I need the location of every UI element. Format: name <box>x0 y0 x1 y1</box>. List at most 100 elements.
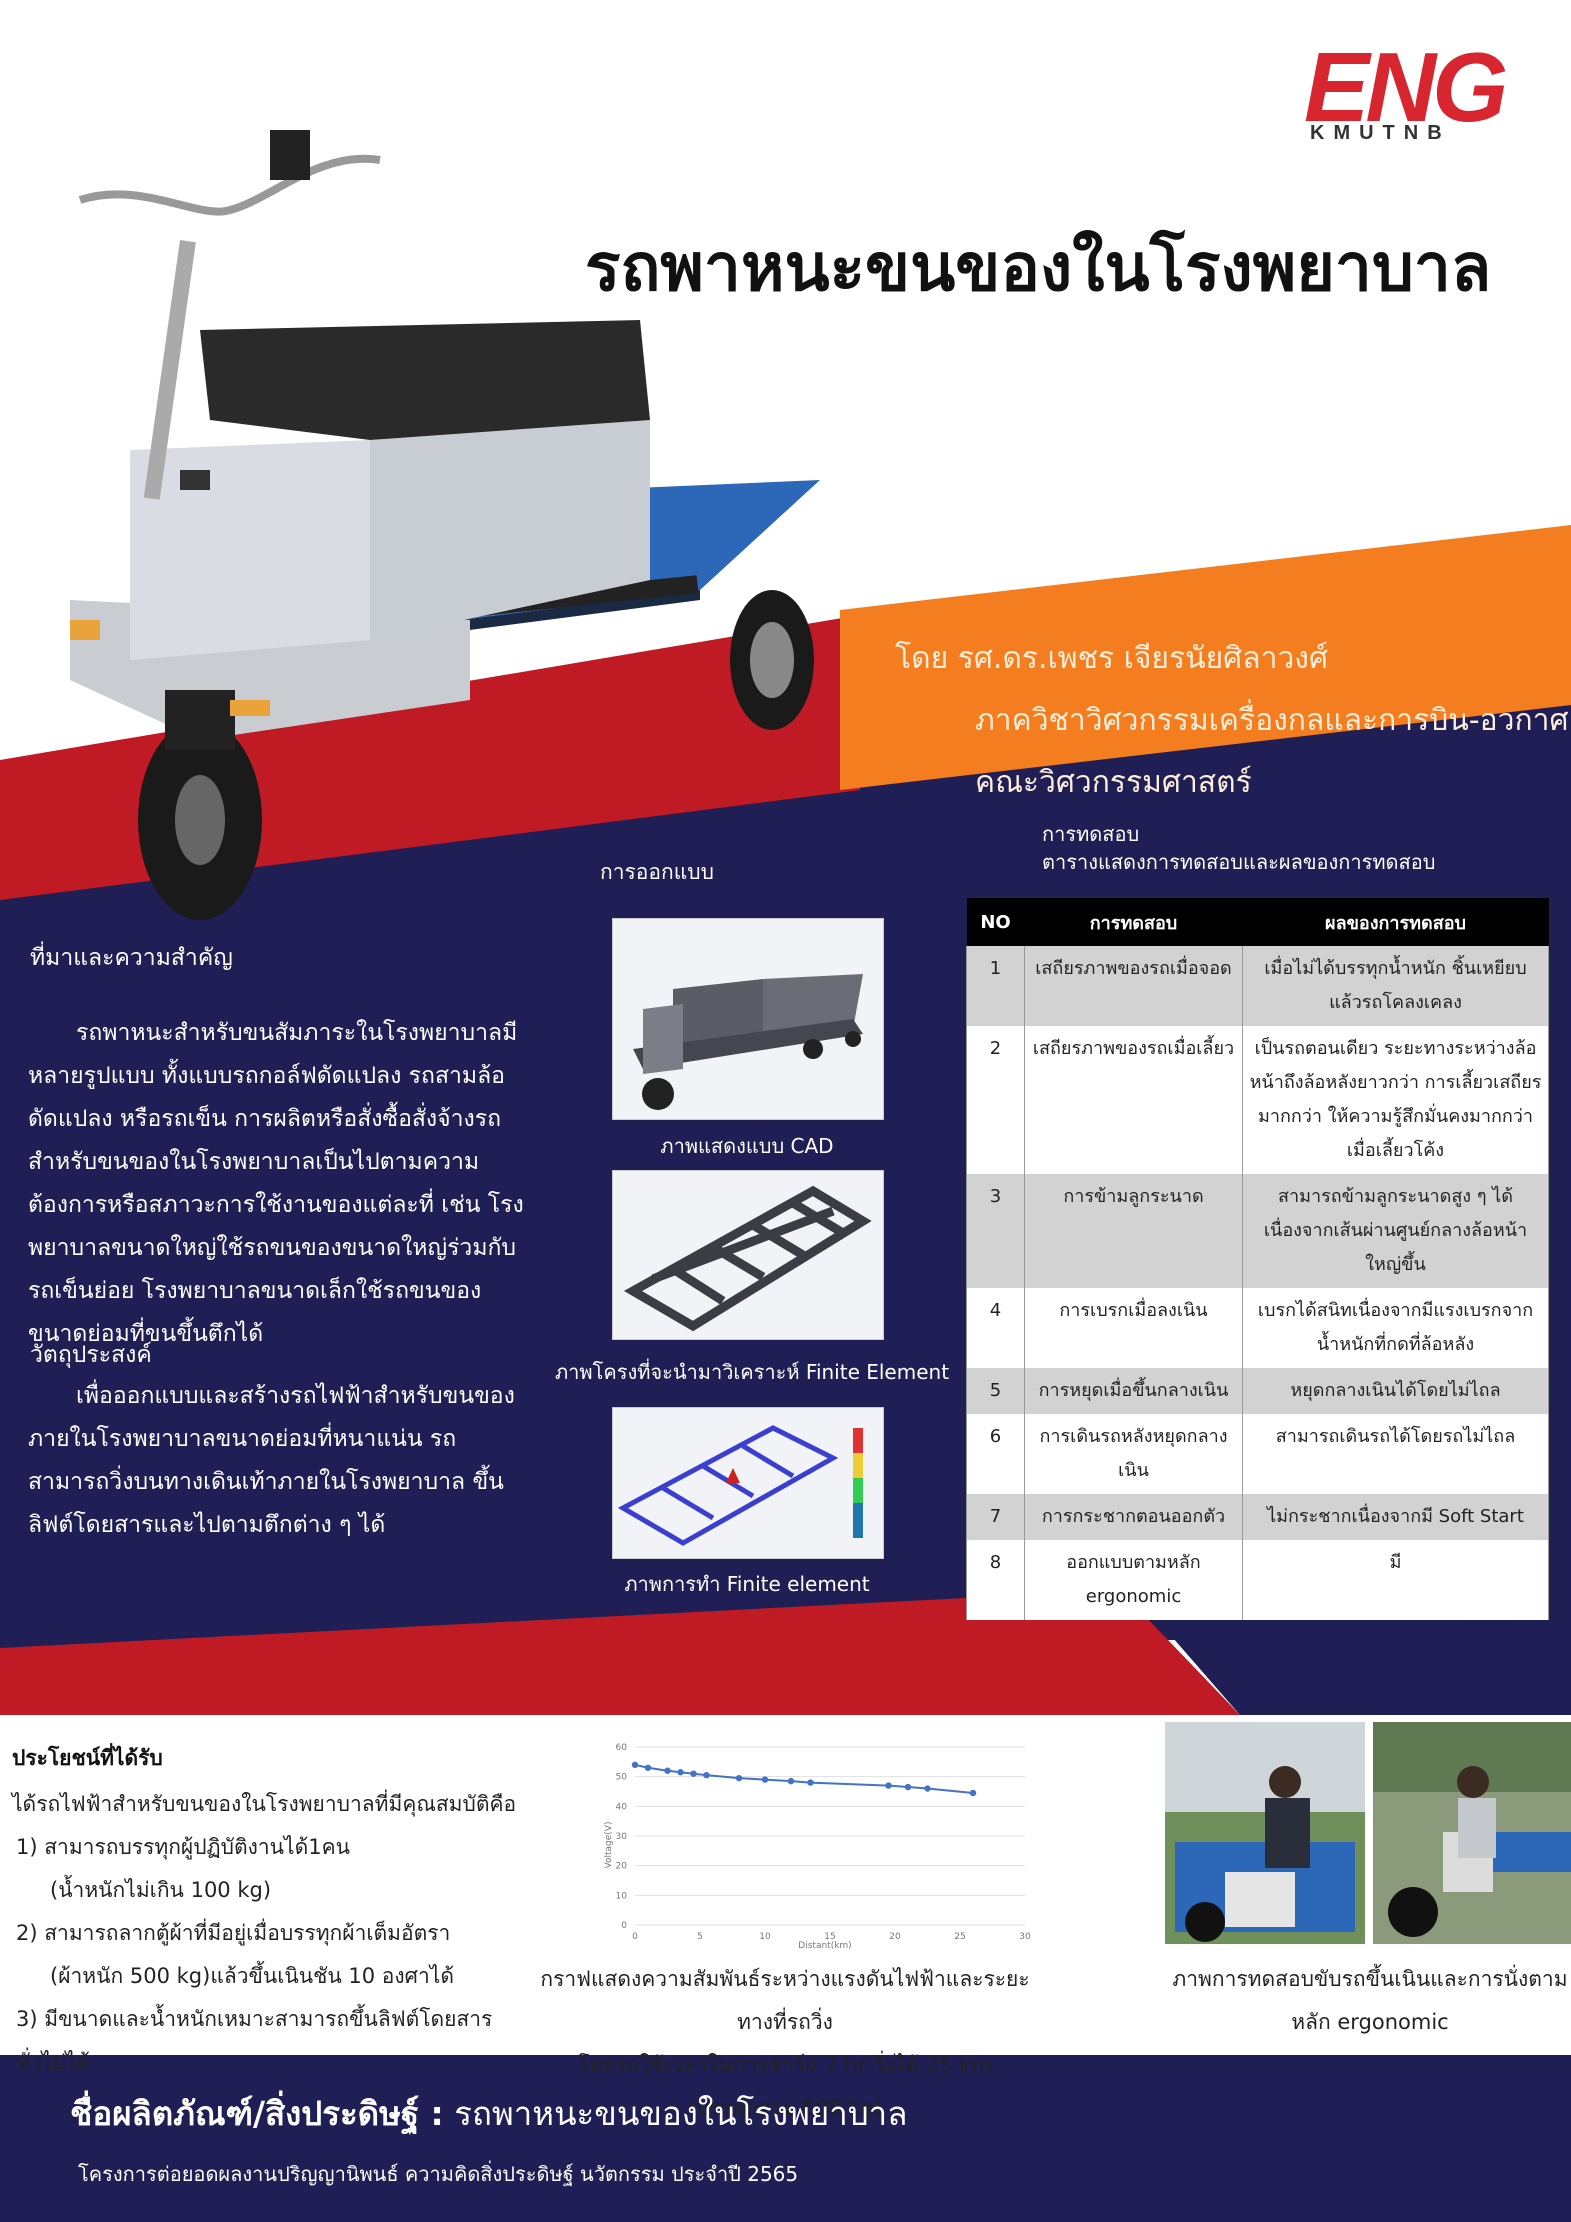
data-point <box>703 1771 710 1779</box>
data-point <box>690 1770 697 1777</box>
row-test: การกระชากตอนออกตัว <box>1024 1494 1243 1540</box>
row-result: หยุดกลางเนินได้โดยไม่ไถล <box>1242 1368 1549 1414</box>
row-no: 4 <box>966 1288 1025 1368</box>
x-tick-label: 0 <box>632 1932 638 1942</box>
logo-subtext: KMUTNB <box>1310 122 1451 144</box>
x-tick-label: 5 <box>697 1932 703 1942</box>
row-test: การข้ามลูกระนาด <box>1024 1174 1243 1288</box>
row-result: สามารถเดินรถได้โดยรถไม่ไถล <box>1242 1414 1549 1494</box>
table-row: 1 เสถียรภาพของรถเมื่อจอด เมื่อไม่ได้บรรท… <box>966 946 1549 1026</box>
test-results-table: NO การทดสอบ ผลของการทดสอบ 1 เสถียรภาพของ… <box>966 898 1549 1620</box>
series-points <box>631 1761 977 1797</box>
row-no: 5 <box>966 1368 1025 1414</box>
data-point <box>644 1764 652 1771</box>
data-point <box>904 1783 912 1791</box>
column-header-test: การทดสอบ <box>1024 898 1243 946</box>
objective-body: เพื่อออกแบบและสร้างรถไฟฟ้าสำหรับขนของภาย… <box>28 1383 515 1538</box>
row-test: ออกแบบตามหลัก ergonomic <box>1024 1540 1243 1620</box>
y-tick-label: 20 <box>616 1862 628 1872</box>
row-result: มี <box>1242 1540 1549 1620</box>
data-point <box>761 1776 769 1783</box>
row-test: เสถียรภาพของรถเมื่อจอด <box>1024 946 1243 1026</box>
row-no: 7 <box>966 1494 1025 1540</box>
x-tick-label: 20 <box>889 1932 901 1942</box>
footer-product-name: รถพาหนะขนของในโรงพยาบาล <box>454 2094 908 2133</box>
x-axis-label: Distant(km) <box>798 1941 851 1950</box>
chart-caption-line: โดยรถใช้เวลาในการชาร์จ 7 hr วิ่งได้ 25 k… <box>578 2053 992 2120</box>
author-block: โดย รศ.ดร.เพชร เจียรนัยศิลาวงศ์ ภาควิชาว… <box>895 628 1569 814</box>
frame-figure <box>612 1170 884 1340</box>
chart-grid <box>635 1746 1025 1926</box>
row-test: การเบรกเมื่อลงเนิน <box>1024 1288 1243 1368</box>
test-photo-right <box>1373 1722 1571 1944</box>
benefits-list: ได้รถไฟฟ้าสำหรับขนของในโรงพยาบาลที่มีคุณ… <box>12 1783 532 2084</box>
y-tick-label: 10 <box>616 1891 628 1901</box>
cad-caption: ภาพแสดงแบบ CAD <box>660 1134 834 1158</box>
fea-illustration <box>617 1425 863 1546</box>
y-tick-labels: 0 10 20 30 40 50 60 <box>616 1743 628 1931</box>
data-point <box>885 1782 892 1789</box>
x-tick-label: 30 <box>1019 1932 1031 1942</box>
fea-figure <box>612 1407 884 1559</box>
row-no: 3 <box>966 1174 1025 1288</box>
photo-caption-line: หลัก ergonomic <box>1291 2010 1449 2034</box>
testing-subtitle: ตารางแสดงการทดสอบและผลของการทดสอบ <box>1042 850 1436 874</box>
row-test: การเดินรถหลังหยุดกลางเนิน <box>1024 1414 1243 1494</box>
table-row: 4 การเบรกเมื่อลงเนิน เบรกได้สนิทเนื่องจา… <box>966 1288 1549 1368</box>
row-result: เมื่อไม่ได้บรรทุกน้ำหนัก ชิ้นเหยียบแล้วร… <box>1242 946 1549 1026</box>
table-row: 3 การข้ามลูกระนาด สามารถข้ามลูกระนาดสูง … <box>966 1174 1549 1288</box>
row-no: 1 <box>966 946 1025 1026</box>
table-row: 2 เสถียรภาพของรถเมื่อเลี้ยว เป็นรถตอนเดี… <box>966 1026 1549 1174</box>
row-result: เป็นรถตอนเดียว ระยะทางระหว่างล้อหน้าถึงล… <box>1242 1026 1549 1174</box>
cad-model-illustration <box>633 974 863 1110</box>
data-point <box>735 1774 743 1782</box>
benefit-item: 3) มีขนาดและน้ำหนักเหมาะสามารถขึ้นลิฟต์โ… <box>16 2007 493 2074</box>
data-point <box>969 1789 977 1797</box>
background-body: รถพาหนะสำหรับขนสัมภาระในโรงพยาบาลมีหลายร… <box>28 1020 524 1347</box>
objective-heading: วัตถุประสงค์ <box>30 1342 152 1368</box>
data-point <box>631 1761 639 1768</box>
row-test: เสถียรภาพของรถเมื่อเลี้ยว <box>1024 1026 1243 1174</box>
benefit-item: 1) สามารถบรรทุกผู้ปฏิบัติงานได้1คน <box>16 1835 350 1859</box>
department-line: ภาควิชาวิศวกรรมเครื่องกลและการบิน-อวกาศ <box>975 703 1569 738</box>
faculty-line: คณะวิศวกรรมศาสตร์ <box>975 765 1252 800</box>
x-tick-label: 25 <box>954 1932 965 1942</box>
testing-heading: การทดสอบ ตารางแสดงการทดสอบและผลของการทดส… <box>1042 820 1435 876</box>
y-tick-label: 0 <box>621 1921 627 1931</box>
table-row: 8 ออกแบบตามหลัก ergonomic มี <box>966 1540 1549 1620</box>
y-tick-label: 50 <box>616 1773 628 1783</box>
row-test: การหยุดเมื่อขึ้นกลางเนิน <box>1024 1368 1243 1414</box>
data-point <box>677 1769 684 1776</box>
data-point <box>807 1779 814 1786</box>
row-result: สามารถข้ามลูกระนาดสูง ๆ ได้ เนื่องจากเส้… <box>1242 1174 1549 1288</box>
logo-text: ENG <box>1304 32 1508 142</box>
footer-label: ชื่อผลิตภัณฑ์/สิ่งประดิษฐ์ : <box>70 2094 444 2133</box>
benefit-item: 2) สามารถลากตู้ผ้าที่มีอยู่เมื่อบรรทุกผ้… <box>16 1921 451 1945</box>
series-line <box>634 1763 974 1794</box>
y-axis-label: Voltage(V) <box>604 1822 614 1869</box>
background-heading: ที่มาและความสำคัญ <box>30 945 233 971</box>
benefits-heading: ประโยชน์ที่ได้รับ <box>12 1746 163 1770</box>
table-row: 5 การหยุดเมื่อขึ้นกลางเนิน หยุดกลางเนินไ… <box>966 1368 1549 1414</box>
page-title: รถพาหนะขนของในโรงพยาบาล <box>585 228 1492 306</box>
data-point <box>664 1767 671 1774</box>
vehicle-photo <box>70 130 820 920</box>
chart-caption: กราฟแสดงความสัมพันธ์ระหว่างแรงดันไฟฟ้าแล… <box>540 1958 1030 2130</box>
test-photo-left <box>1165 1722 1365 1944</box>
benefits-intro: ได้รถไฟฟ้าสำหรับขนของในโรงพยาบาลที่มีคุณ… <box>12 1792 517 1816</box>
chart-caption-line: กราฟแสดงความสัมพันธ์ระหว่างแรงดันไฟฟ้าแล… <box>540 1967 1030 2034</box>
frame-caption: ภาพโครงที่จะนำมาวิเคราะห์ Finite Element <box>555 1360 950 1384</box>
cad-figure <box>612 918 884 1120</box>
design-heading: การออกแบบ <box>600 860 714 884</box>
row-no: 2 <box>966 1026 1025 1174</box>
data-point <box>787 1777 795 1785</box>
testing-title: การทดสอบ <box>1042 822 1140 846</box>
data-point <box>924 1785 931 1792</box>
y-tick-label: 40 <box>616 1802 628 1812</box>
eng-kmutnb-logo: ENG KMUTNB <box>1300 38 1515 148</box>
footer-project: โครงการต่อยอดผลงานปริญญานิพนธ์ ความคิดสิ… <box>78 2162 799 2186</box>
y-tick-label: 30 <box>616 1832 628 1842</box>
row-result: ไม่กระชากเนื่องจากมี Soft Start <box>1242 1494 1549 1540</box>
y-tick-label: 60 <box>616 1743 628 1753</box>
